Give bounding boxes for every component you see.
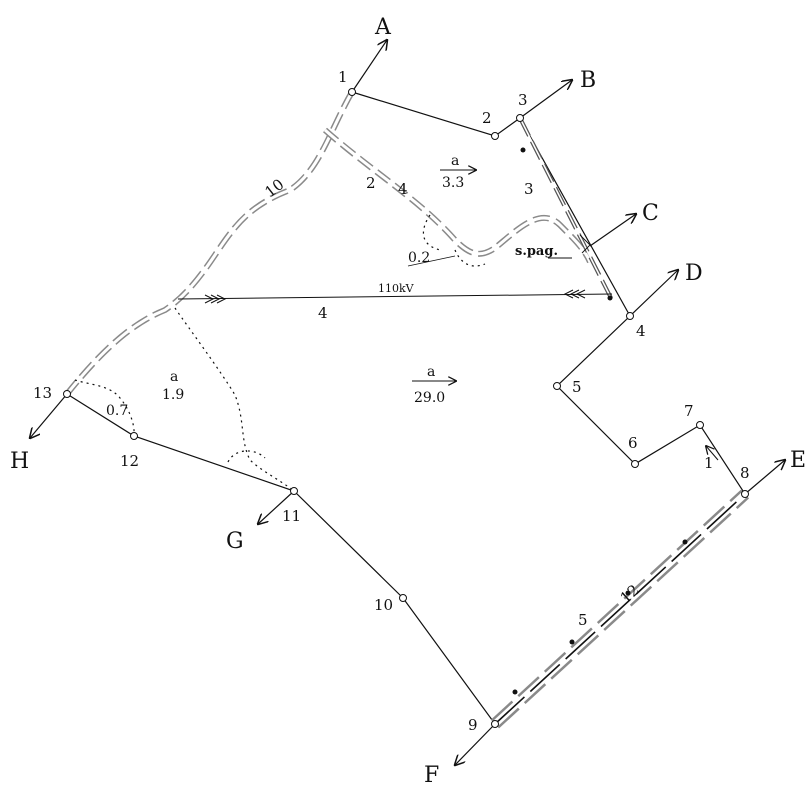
segment-label-left-road: 10	[261, 175, 287, 201]
direction-label-B: B	[580, 68, 596, 93]
arrow-H	[30, 393, 68, 438]
vertex-5	[553, 382, 561, 390]
direction-label-G: G	[226, 529, 244, 554]
vertex-13	[63, 390, 71, 398]
vertex-11	[290, 487, 298, 495]
s-pag-annotation: s.pag.	[515, 244, 558, 259]
point-label-3: 3	[518, 91, 528, 109]
segment-label-upper-road-width: 4	[398, 180, 408, 198]
vertex-markers	[63, 88, 749, 728]
vertex-8	[741, 490, 749, 498]
vertex-9	[491, 720, 499, 728]
direction-label-A: A	[374, 15, 392, 40]
arrow-D	[629, 270, 678, 317]
area-letter-upper: a	[451, 153, 459, 169]
power-line-chevrons-right	[563, 289, 586, 299]
vertex-6	[631, 460, 639, 468]
segment-label-bottom-road: 5	[578, 611, 588, 629]
segment-label-power-line-width: 4	[318, 304, 328, 322]
direction-label-F: F	[424, 763, 439, 787]
arrow-A	[351, 40, 387, 93]
vertex-2	[491, 132, 499, 140]
direction-label-H: H	[10, 449, 29, 474]
point-label-6: 6	[628, 434, 638, 452]
point-label-13: 13	[33, 384, 52, 402]
area-value-main: 29.0	[414, 390, 445, 406]
area-letter-main: a	[427, 364, 435, 380]
vertex-1	[348, 88, 356, 96]
power-line-chevrons-left	[204, 294, 227, 304]
direction-label-D: D	[685, 261, 703, 286]
area-value-small-upper: 0.2	[408, 250, 430, 266]
vertex-12	[130, 432, 138, 440]
left-subarea-boundary	[174, 307, 295, 492]
direction-label-C: C	[642, 201, 659, 226]
arrow-B	[519, 80, 572, 119]
point-label-12: 12	[120, 452, 139, 470]
small-upper-boundary	[422, 214, 486, 267]
power-line-label: 110kV	[378, 282, 415, 295]
vertex-4	[626, 312, 634, 320]
strip-dots	[512, 147, 688, 695]
segment-label-right-strip: 3	[524, 180, 534, 198]
direction-label-E: E	[790, 448, 806, 473]
vertex-3	[516, 114, 524, 122]
s-pag-marker	[548, 234, 591, 259]
small-bottom-boundary	[227, 450, 266, 463]
point-label-4: 4	[636, 322, 646, 340]
point-label-10: 10	[374, 596, 393, 614]
vertex-10	[399, 594, 407, 602]
arrow-F	[455, 723, 496, 765]
vertex-7	[696, 421, 704, 429]
point-label-11: 11	[282, 507, 301, 525]
arrow-east-short	[706, 446, 719, 461]
point-label-2: 2	[482, 109, 492, 127]
area-value-upper: 3.3	[442, 175, 464, 191]
small-left-boundary	[74, 379, 135, 437]
area-letter-left: a	[170, 369, 178, 385]
point-label-1: 1	[338, 68, 348, 86]
point-label-8: 8	[740, 464, 750, 482]
arrow-C	[589, 214, 636, 247]
segment-label-east-short: 1	[704, 454, 714, 472]
power-line	[177, 293, 613, 300]
point-label-9: 9	[468, 716, 478, 734]
point-label-5: 5	[572, 378, 582, 396]
arrow-G	[258, 490, 295, 524]
segment-label-upper-road: 2	[366, 174, 376, 192]
area-value-left: 1.9	[162, 387, 184, 403]
arrow-E	[744, 460, 785, 495]
point-label-7: 7	[684, 402, 694, 420]
area-value-small-left: 0.7	[106, 403, 128, 419]
